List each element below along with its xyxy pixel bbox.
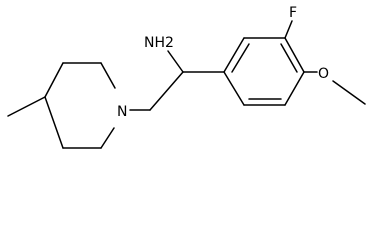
bond-ch-nh2 bbox=[167, 50, 184, 73]
amine-label: NH2 bbox=[144, 35, 174, 51]
bond-c3-f bbox=[284, 20, 293, 39]
bond-methyl-c4 bbox=[7, 96, 46, 117]
bond-aro-c6-c1 bbox=[223, 71, 245, 106]
bond-aro-c4-c5 bbox=[284, 71, 305, 106]
molecule-structure: NH2 F N O bbox=[7, 5, 366, 149]
bond-ring-c2-n bbox=[100, 62, 116, 89]
bond-o-ch3 bbox=[332, 80, 366, 105]
bond-ch2-ch bbox=[149, 71, 184, 111]
bond-aro-inner-2 bbox=[280, 43, 298, 73]
bond-aro-c1-c2 bbox=[223, 37, 245, 73]
bond-aro-inner-1 bbox=[231, 43, 250, 73]
structure-canvas: NH2 F N O bbox=[7, 5, 366, 149]
bond-aro-c3-c4 bbox=[284, 37, 305, 73]
fluorine-label: F bbox=[289, 5, 297, 21]
bond-ring-c4-c3 bbox=[44, 62, 64, 98]
bond-ring-c5-c4 bbox=[44, 96, 64, 149]
bond-ring-n-c6 bbox=[100, 127, 115, 149]
methoxy-oxygen-label: O bbox=[318, 66, 329, 82]
piperidine-nitrogen-label: N bbox=[117, 104, 127, 120]
